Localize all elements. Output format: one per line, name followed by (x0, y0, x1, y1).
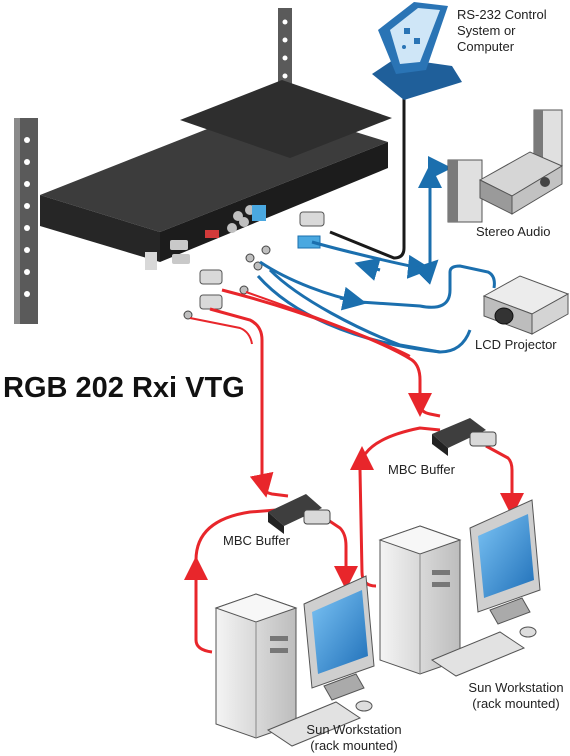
lcd-projector (482, 275, 570, 335)
control-label-line3: Computer (457, 39, 515, 54)
stereo-audio (447, 109, 564, 223)
stereo-audio-label: Stereo Audio (476, 224, 551, 239)
lcd-projector-label: LCD Projector (475, 337, 557, 352)
workstation-left-label-line1: Sun Workstation (306, 722, 402, 737)
workstation-right (378, 499, 541, 677)
rgb-202-rxi-vtg-unit (40, 80, 392, 270)
mbc-buffer-left (268, 494, 331, 534)
rs232-control-panel (372, 2, 462, 100)
rack-rail-right (278, 8, 292, 98)
control-label-line2: System or (457, 23, 516, 38)
rack-rail-left (14, 118, 38, 324)
mbc-buffer-right-label: MBC Buffer (388, 462, 455, 477)
rs232-cable (329, 95, 406, 260)
mbc-buffer-left-label: MBC Buffer (223, 533, 290, 548)
workstation-right-label-line1: Sun Workstation (468, 680, 564, 695)
device-title: RGB 202 Rxi VTG (3, 372, 245, 404)
unit-connectors (183, 211, 325, 320)
mbc-buffer-right (432, 418, 497, 456)
audio-cable (311, 156, 452, 285)
workstation-left (214, 575, 375, 747)
workstation-left-label-line2: (rack mounted) (310, 738, 398, 753)
workstation-right-label-line2: (rack mounted) (472, 696, 560, 711)
projector-cable (259, 260, 496, 309)
signal-cable-right (221, 288, 441, 418)
control-label-line1: RS-232 Control (457, 7, 547, 22)
